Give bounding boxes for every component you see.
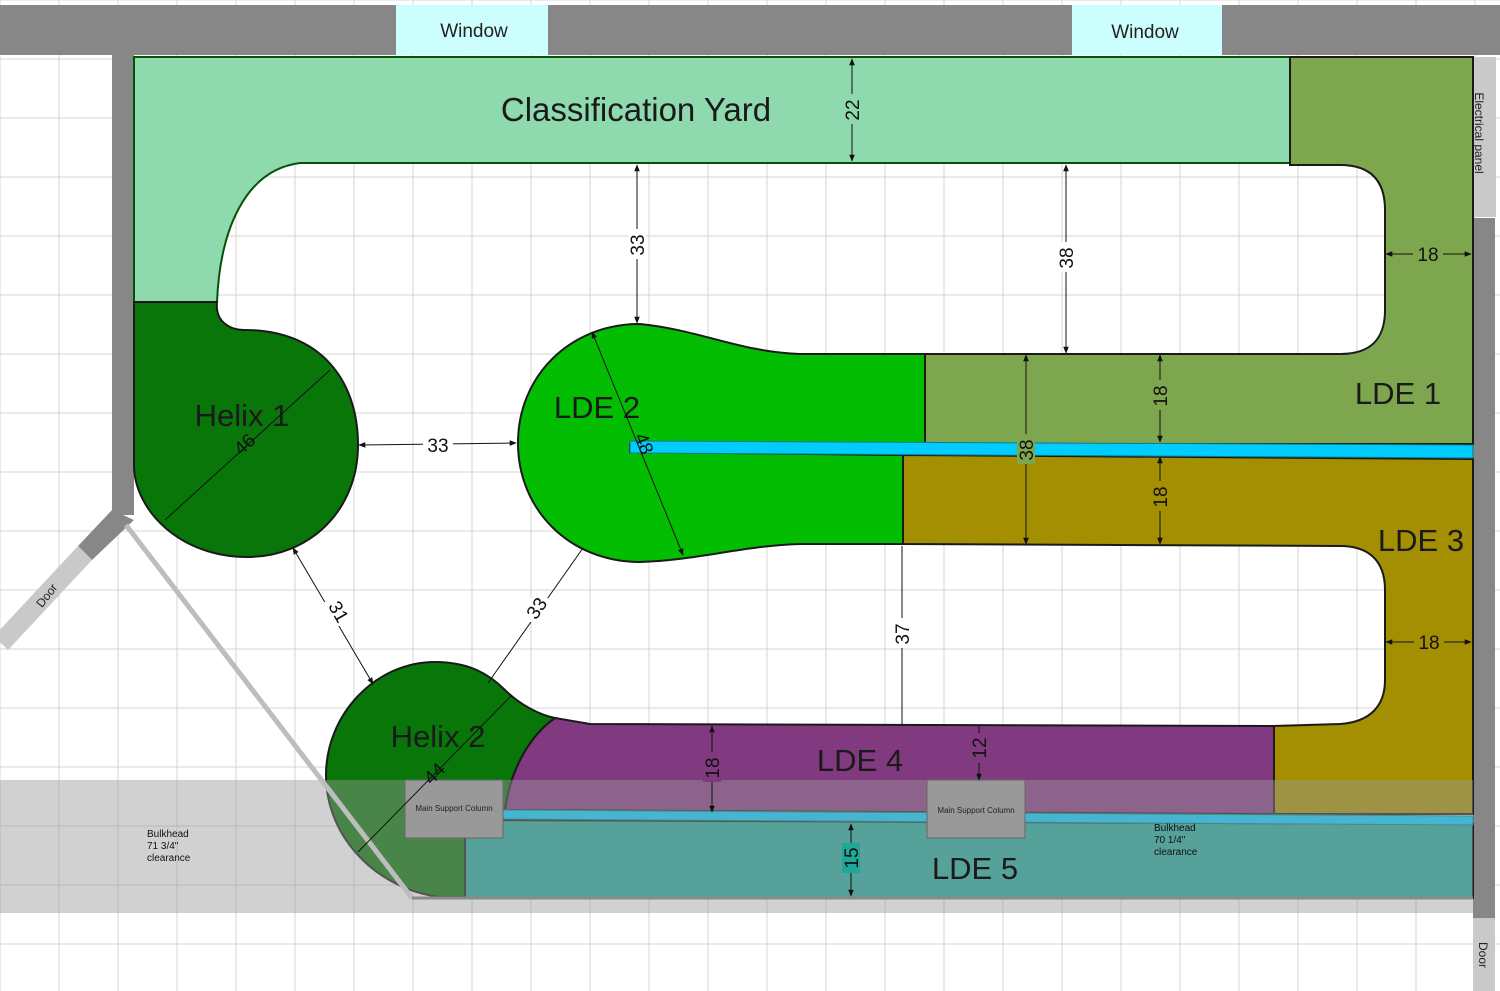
helix1-zone [133,301,360,559]
support-column-right-label: Main Support Column [937,806,1014,815]
window-left-label: Window [440,21,508,42]
dim-line-helix2-diameter [357,694,513,853]
dim-lde4-to-stripe: 12 [970,737,991,758]
helix1-label: Helix 1 [195,398,290,433]
lde1-label: LDE 1 [1355,376,1441,411]
room-walls [0,5,1500,918]
bulkhead-left-note: Bulkhead 71 3/4" clearance [147,829,191,864]
bulkhead-right-line2: 70 1/4" [1154,835,1186,846]
support-column-left: Main Support Column [404,779,504,839]
window-right: Window [1072,5,1222,55]
top-wall [0,5,1500,55]
bulkhead-right-line3: clearance [1154,847,1198,858]
dim-yard-to-lde1: 38 [1057,247,1078,268]
dim-lde3-depth: 18 [1151,486,1172,507]
dim-lde1-right: 18 [1417,245,1438,266]
lde3-zone [902,453,1474,815]
lde4-label: LDE 4 [817,743,903,778]
lde1-zone [924,56,1474,445]
lde3-label: LDE 3 [1378,523,1464,558]
lde5-label: LDE 5 [932,851,1018,886]
door-right: Door [1473,918,1495,991]
dim-yard-depth: 22 [843,99,864,120]
electrical-panel-label: Electrical panel [1472,92,1486,173]
dim-lde5-depth: 15 [842,847,863,868]
left-wall [112,55,134,515]
bulkhead-right-note: Bulkhead 70 1/4" clearance [1154,823,1198,858]
bulkhead-diagonal-edge [124,523,414,900]
bulkhead-right-line1: Bulkhead [1154,823,1196,834]
bulkhead-left-line1: Bulkhead [147,829,189,840]
dim-lde1-depth: 18 [1151,385,1172,406]
bulkhead-left-line3: clearance [147,853,191,864]
door-left: Door [0,546,92,650]
dim-lde3-right: 18 [1418,633,1439,654]
helix2-label: Helix 2 [391,719,486,754]
dim-lde4-depth: 18 [703,757,724,778]
dim-line-helix1-diameter [164,369,331,521]
dim-line-lde2-diameter [591,331,684,556]
window-right-label: Window [1111,22,1179,43]
dim-yard-to-lde2: 33 [628,234,649,255]
left-wall-diagonal [78,510,134,560]
dimension-labels: 22 33 38 18 33 46 48 18 18 38 18 31 33 3… [230,94,1444,873]
lde2-label: LDE 2 [554,390,640,425]
bulkhead-area [0,780,1473,913]
right-wall [1473,218,1495,918]
dim-lde3-to-lde4: 37 [893,623,914,644]
support-column-left-label: Main Support Column [415,804,492,813]
classification-yard-zone [133,56,1291,303]
window-left: Window [396,5,548,55]
bulkhead-left-line2: 71 3/4" [147,841,179,852]
door-right-label: Door [1476,942,1490,968]
support-column-right: Main Support Column [926,779,1026,839]
classification-yard-label: Classification Yard [501,91,771,128]
dim-helix1-to-lde2: 33 [427,436,448,457]
dim-lde1-lde3-total: 38 [1017,439,1038,460]
